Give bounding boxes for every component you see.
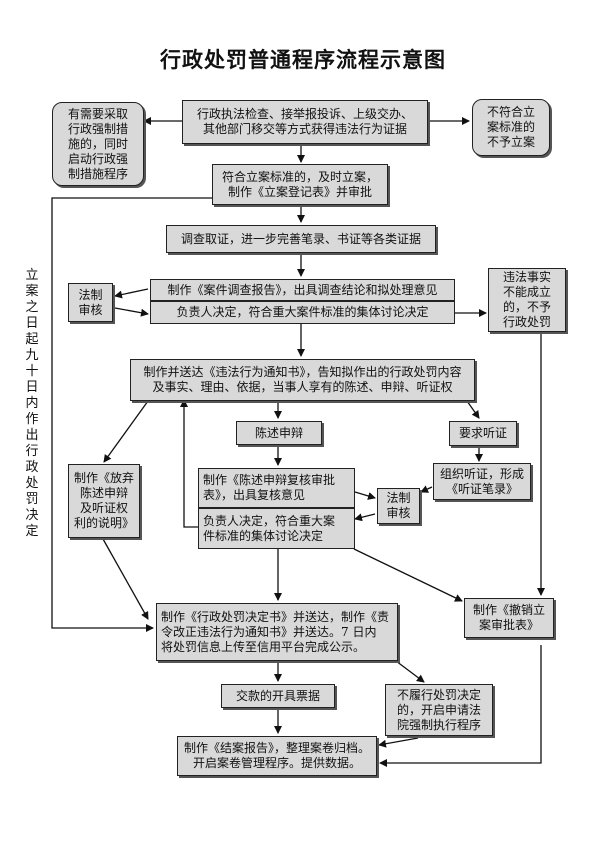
revoke-case-box: 制作《撤销立 案审批表》 xyxy=(464,598,554,638)
fact-not-established-box: 违法事实 不能成立 的，不予 行政处罚 xyxy=(488,268,566,332)
page-title: 行政处罚普通程序流程示意图 xyxy=(160,47,446,72)
statement-review-box: 制作《陈述申辩复核审批 表》，出具复核意见 xyxy=(198,468,355,508)
penalty-decision-box: 制作《行政处罚决定书》并送达，制作《责 令改正违法行为通知书》并送达。7 日内 … xyxy=(156,603,398,661)
review-decision-box: 负责人决定，符合重大案件标准的集体讨论决定 xyxy=(150,301,455,324)
case-close-box: 制作《结案报告》，整理案卷归档。 开启案卷管理程序。提供数据。 xyxy=(177,736,377,776)
coercive-measures-box: 有需要采取 行政强制措 施的，同时 启动行政强 制措施程序 xyxy=(52,102,144,186)
side-deadline-text: 立案之日起九十日内作出行政处罚决定 xyxy=(25,268,39,539)
payment-receipt-box: 交款的开具票据 xyxy=(221,684,335,708)
collective-decision-box: 负责人决定，符合重大案 件标准的集体讨论决定 xyxy=(198,508,355,549)
evidence-acquisition-box: 行政执法检查、接举报投诉、上级交办、 其他部门移交等方式获得违法行为证据 xyxy=(182,100,428,144)
not-meet-standard-box: 不符合立 案标准的 不予立案 xyxy=(472,99,550,156)
hearing-organize-box: 组织听证，形成 《听证笔录》 xyxy=(433,463,531,500)
investigate-box: 调查取证，进一步完善笔录、书证等各类证据 xyxy=(166,225,436,253)
violation-notice-box: 制作并送达《违法行为通知书》，告知拟作出的行政处罚内容 及事实、理由、依据，当事… xyxy=(130,359,475,401)
statement-defense-box: 陈述申辩 xyxy=(236,421,322,445)
waive-rights-box: 制作《放弃 陈述申辩 及听证权 利的说明》 xyxy=(68,464,140,538)
legal-review-box-1: 法制 审核 xyxy=(68,283,113,322)
court-enforcement-box: 不履行处罚决定 的，开启申请法 院强制执行程序 xyxy=(385,684,493,736)
case-register-box: 符合立案标准的，及时立案， 制作《立案登记表》并审批 xyxy=(212,164,388,205)
legal-review-box-2: 法制 审核 xyxy=(377,488,420,524)
hearing-request-box: 要求听证 xyxy=(449,421,517,446)
investigation-report-box: 制作《案件调查报告》，出具调查结论和拟处理意见 xyxy=(150,279,455,301)
